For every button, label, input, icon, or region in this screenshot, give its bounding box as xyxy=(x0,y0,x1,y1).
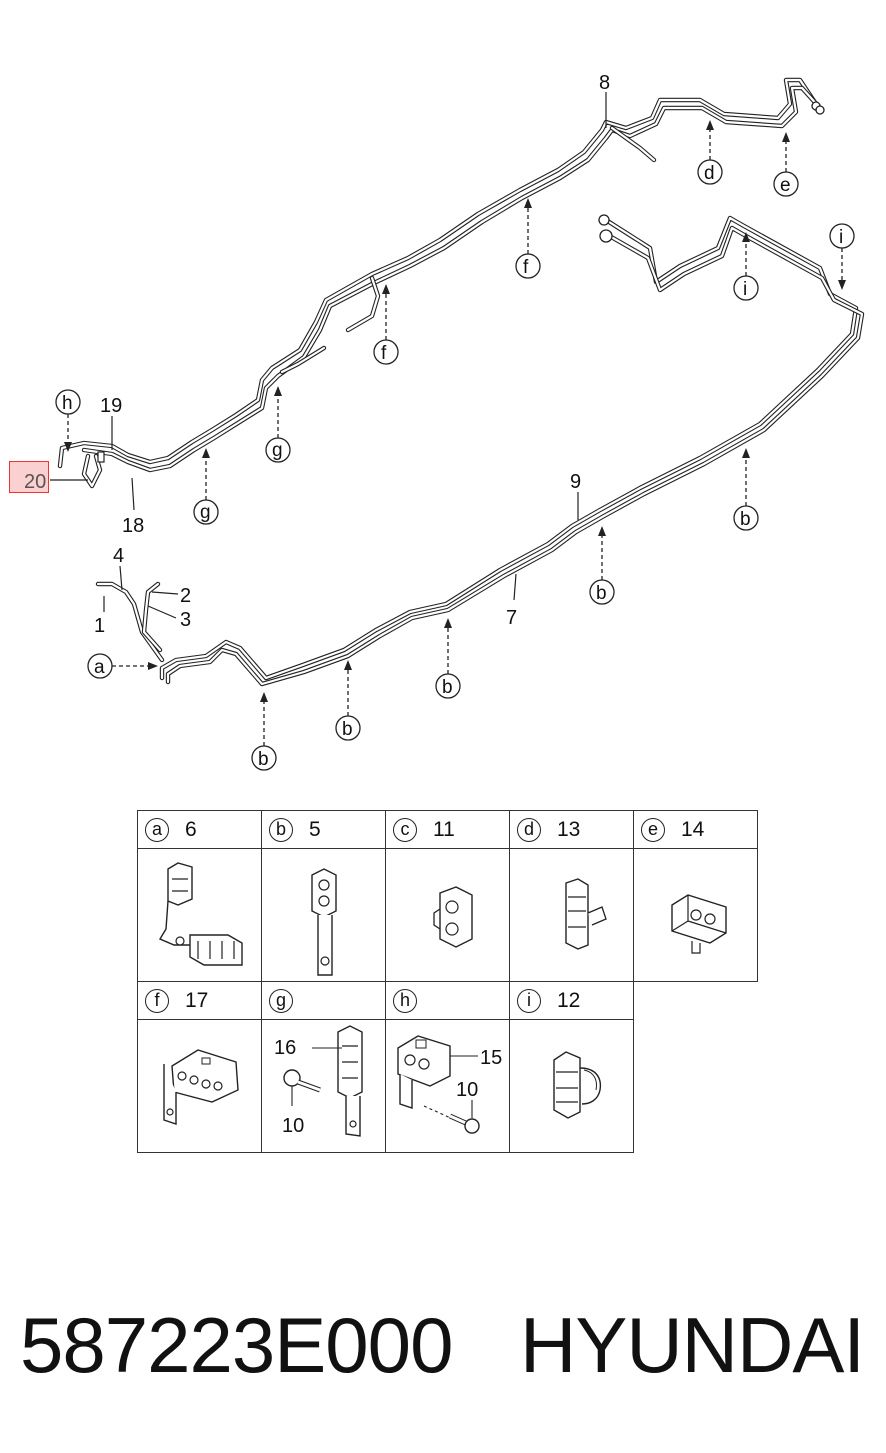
svg-text:f: f xyxy=(523,257,529,278)
legend-cell-g: g 16 10 xyxy=(261,981,386,1153)
clip-d-icon xyxy=(565,878,607,950)
letter-e: e xyxy=(641,817,665,842)
clip-ref-g1: g xyxy=(265,386,291,463)
clip-ref-g2: g xyxy=(193,448,219,525)
svg-text:a: a xyxy=(94,657,105,678)
brand-text: HYUNDAI xyxy=(520,1301,865,1389)
svg-text:9: 9 xyxy=(570,471,581,493)
clip-bracket-g-icon: 16 10 xyxy=(274,1025,363,1137)
clip-ref-b4: b xyxy=(335,660,361,741)
legend-cell-h: h 15 10 xyxy=(385,981,510,1153)
lower-brake-tube xyxy=(95,214,865,687)
callout-20-highlight[interactable]: 20 xyxy=(9,461,49,493)
svg-text:f: f xyxy=(381,343,387,364)
svg-text:i: i xyxy=(743,279,747,300)
svg-text:i: i xyxy=(839,227,843,248)
letter-a: a xyxy=(145,817,169,842)
legend-cell-c: c 11 xyxy=(385,810,510,982)
clip-ref-i2: i xyxy=(829,223,855,290)
clip-ref-b2: b xyxy=(589,526,615,605)
g-clip-label: 16 xyxy=(274,1037,296,1059)
part-number: 6 xyxy=(185,817,197,841)
part-number: 14 xyxy=(681,817,705,841)
clip-c-icon xyxy=(433,886,473,948)
svg-text:h: h xyxy=(62,393,73,414)
callout-9: 9 xyxy=(570,471,581,520)
svg-text:g: g xyxy=(200,502,211,523)
g-bolt-label: 10 xyxy=(282,1115,304,1137)
clip-e-icon xyxy=(671,894,727,954)
brake-line-diagram: 8 19 18 4 2 3 1 9 7 d xyxy=(50,72,865,771)
svg-text:b: b xyxy=(442,677,453,698)
clip-ref-b3: b xyxy=(435,618,461,699)
callout-3: 3 xyxy=(147,605,191,631)
legend-cell-d: d 13 xyxy=(509,810,634,982)
clip-ref-h: h xyxy=(55,389,81,452)
svg-text:2: 2 xyxy=(180,585,191,607)
svg-text:d: d xyxy=(704,163,715,184)
clip-ref-f2: f xyxy=(373,284,399,365)
svg-text:7: 7 xyxy=(506,607,517,629)
clip-i-icon xyxy=(553,1051,602,1119)
svg-text:b: b xyxy=(342,719,353,740)
svg-text:1: 1 xyxy=(94,615,105,637)
svg-text:b: b xyxy=(740,509,751,530)
clip-bracket-a-icon xyxy=(158,862,243,966)
h-clip-label: 15 xyxy=(480,1047,502,1069)
svg-text:8: 8 xyxy=(599,72,610,94)
svg-text:18: 18 xyxy=(122,515,144,537)
letter-c: c xyxy=(393,817,417,842)
upper-brake-tube xyxy=(57,77,825,489)
footer: 587223E000 HYUNDAI xyxy=(20,1300,886,1390)
callout-18: 18 xyxy=(122,477,144,537)
part-number: 11 xyxy=(433,817,455,841)
svg-text:19: 19 xyxy=(100,395,122,417)
letter-h: h xyxy=(393,988,417,1013)
clip-bracket-h-icon: 15 10 xyxy=(397,1035,502,1134)
letter-f: f xyxy=(145,988,169,1013)
svg-text:e: e xyxy=(780,175,791,196)
svg-text:b: b xyxy=(258,749,269,770)
letter-b: b xyxy=(269,817,293,842)
callout-1: 1 xyxy=(94,596,105,637)
svg-text:g: g xyxy=(272,440,283,461)
callout-19: 19 xyxy=(100,395,122,450)
callout-2: 2 xyxy=(151,585,191,607)
part-number: 5 xyxy=(309,817,321,841)
clip-ref-i1: i xyxy=(733,232,759,301)
part-number: 13 xyxy=(557,817,581,841)
letter-d: d xyxy=(517,817,541,842)
callout-20-label: 20 xyxy=(24,471,47,493)
clip-ref-d: d xyxy=(697,120,723,185)
callout-7: 7 xyxy=(506,573,517,629)
h-bolt-label: 10 xyxy=(456,1079,478,1101)
clip-ref-b1: b xyxy=(733,448,759,531)
part-number: 17 xyxy=(185,988,209,1012)
svg-text:3: 3 xyxy=(180,609,191,631)
legend-cell-e: e 14 xyxy=(633,810,758,982)
callout-8: 8 xyxy=(599,72,610,128)
letter-i: i xyxy=(517,988,541,1013)
clip-ref-b5: b xyxy=(251,692,277,771)
legend-cell-i: i 12 xyxy=(509,981,634,1153)
part-number-text: 587223E000 xyxy=(20,1301,453,1389)
clip-ref-f1: f xyxy=(515,198,541,279)
callout-4: 4 xyxy=(113,545,124,591)
part-number: 12 xyxy=(557,988,581,1012)
svg-text:b: b xyxy=(596,583,607,604)
letter-g: g xyxy=(269,988,293,1013)
legend-cell-f: f 17 xyxy=(137,981,262,1153)
clip-bracket-f-icon xyxy=(163,1049,239,1125)
clip-bracket-b-icon xyxy=(311,868,337,976)
clip-ref-a: a xyxy=(87,653,158,679)
legend-row-2: f 17 g 16 xyxy=(137,981,758,1153)
svg-text:4: 4 xyxy=(113,545,124,567)
clip-ref-e: e xyxy=(773,132,799,197)
